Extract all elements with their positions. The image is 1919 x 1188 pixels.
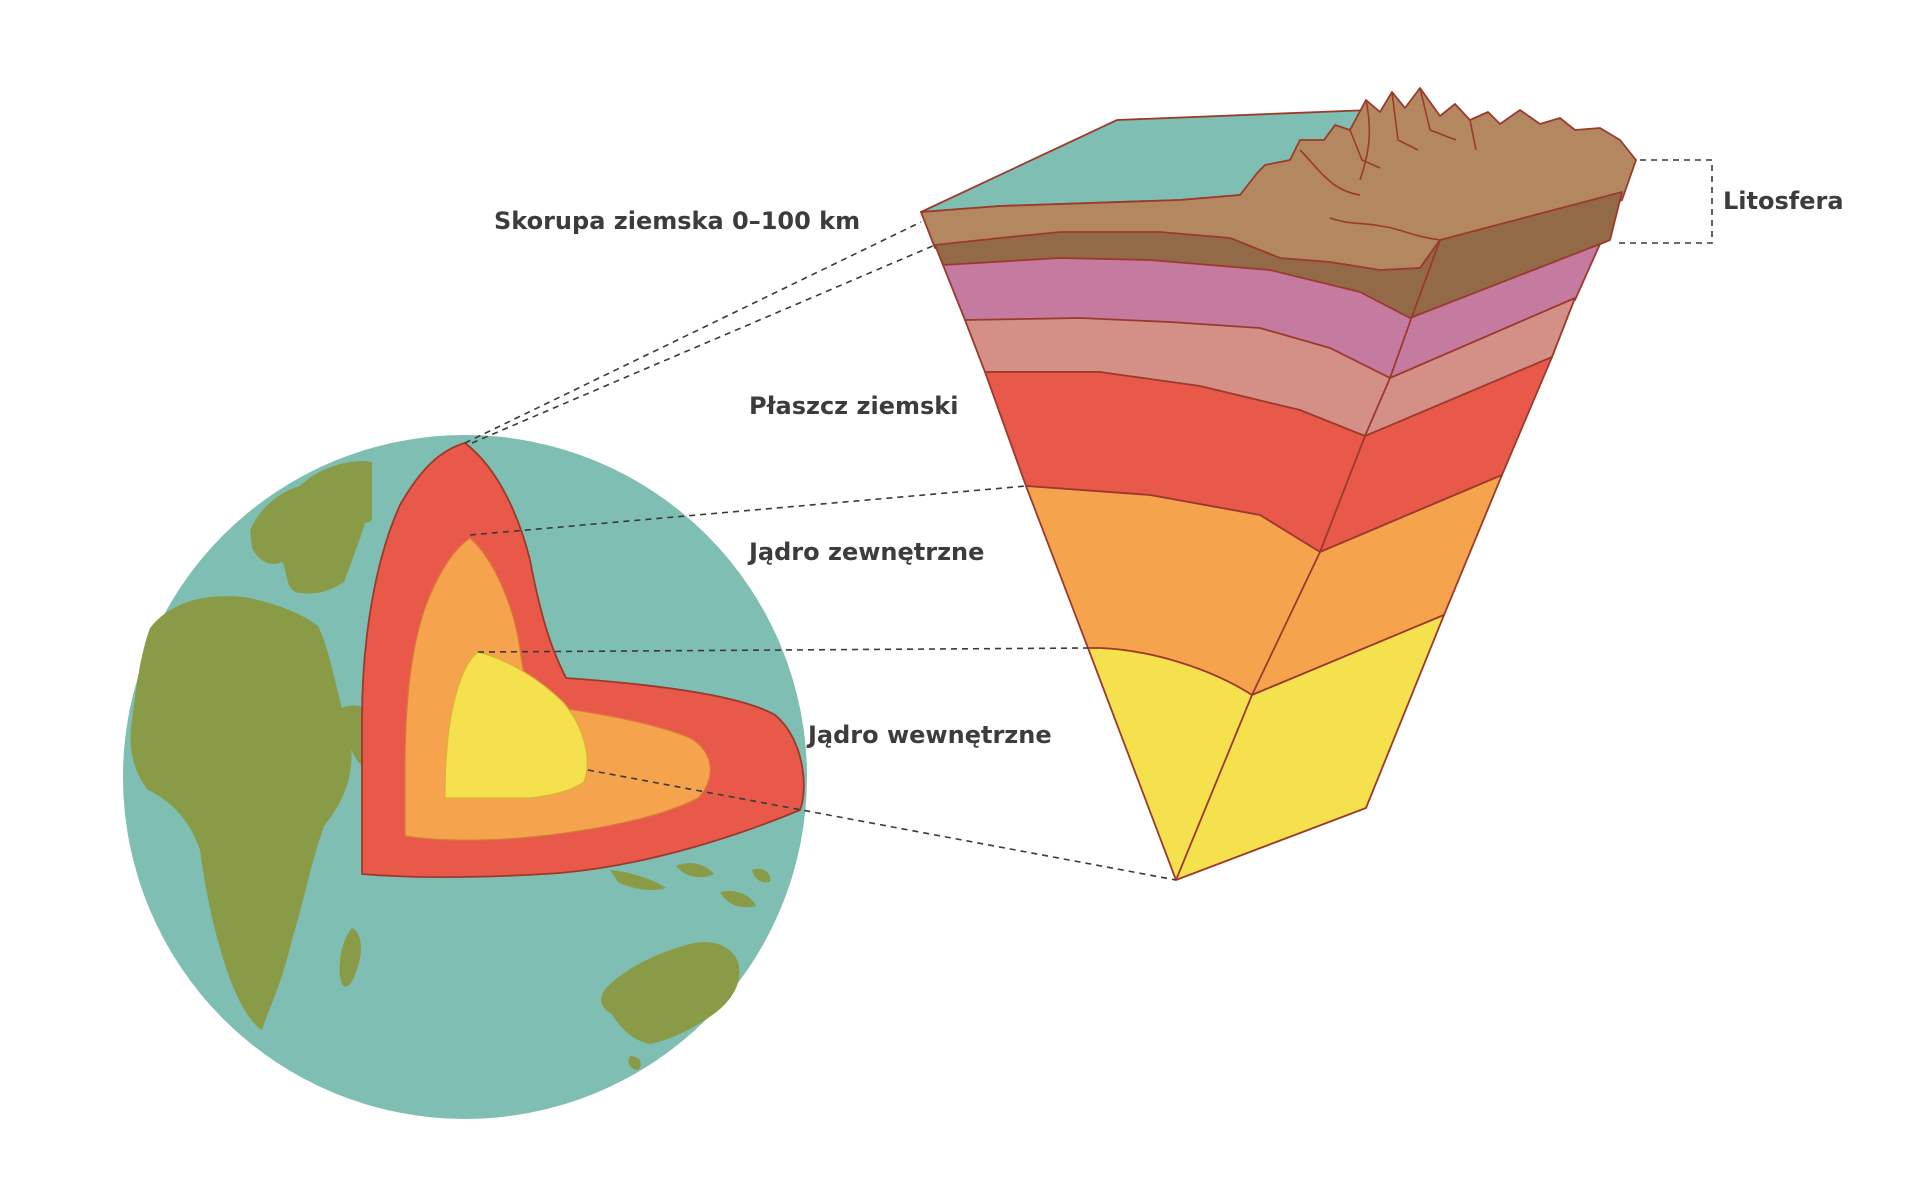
label-mantle: Płaszcz ziemski: [749, 392, 959, 420]
globe: [123, 435, 807, 1119]
block-front-edge: [1175, 239, 1441, 881]
continent-australia: [601, 942, 740, 1044]
continent-africa: [130, 596, 352, 1030]
guide-lithosphere-bracket: [1615, 159, 1713, 244]
block-inner-core: [1087, 614, 1445, 881]
continent-madagascar: [339, 928, 361, 987]
continent-islands: [610, 863, 771, 908]
guide-lines: [464, 159, 1713, 881]
continents: [130, 461, 771, 1070]
guide-inner-core: [587, 769, 1177, 881]
label-crust: Skorupa ziemska 0–100 km: [494, 207, 861, 235]
label-outer-core: Jądro zewnętrzne: [749, 538, 985, 566]
continent-tasmania: [628, 1056, 641, 1070]
continent-asia: [300, 461, 372, 523]
guide-crust-top: [464, 221, 922, 444]
mountain-ridges: [1299, 87, 1477, 241]
guide-crust-bottom: [471, 244, 936, 444]
cross-section-block: [920, 87, 1637, 881]
guide-mantle: [469, 485, 1027, 536]
label-lithosphere: Litosfera: [1723, 187, 1844, 215]
label-inner-core: Jądro wewnętrzne: [808, 721, 1052, 749]
globe-cutaway-inner-core: [444, 651, 588, 799]
guide-outer-core: [477, 647, 1089, 653]
